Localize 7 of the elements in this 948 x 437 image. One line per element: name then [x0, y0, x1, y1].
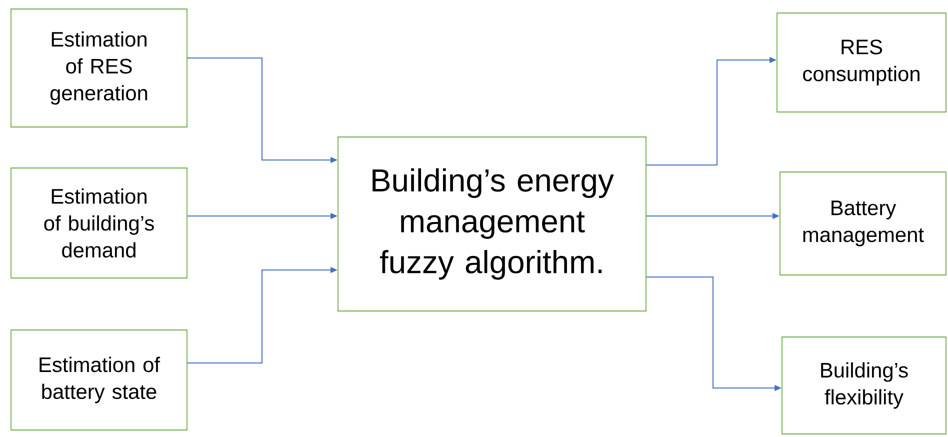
process-box: RES consumption	[776, 12, 946, 112]
algorithm-box: Building’s energy management fuzzy algorithm.	[338, 136, 646, 312]
process-box: Estimation of RES generation	[10, 8, 188, 128]
process-box: Battery management	[780, 172, 946, 276]
process-box: Estimation of building’s demand	[10, 168, 188, 278]
process-box: Estimation of battery state	[10, 330, 188, 430]
process-box: Building’s flexibility	[782, 336, 946, 434]
